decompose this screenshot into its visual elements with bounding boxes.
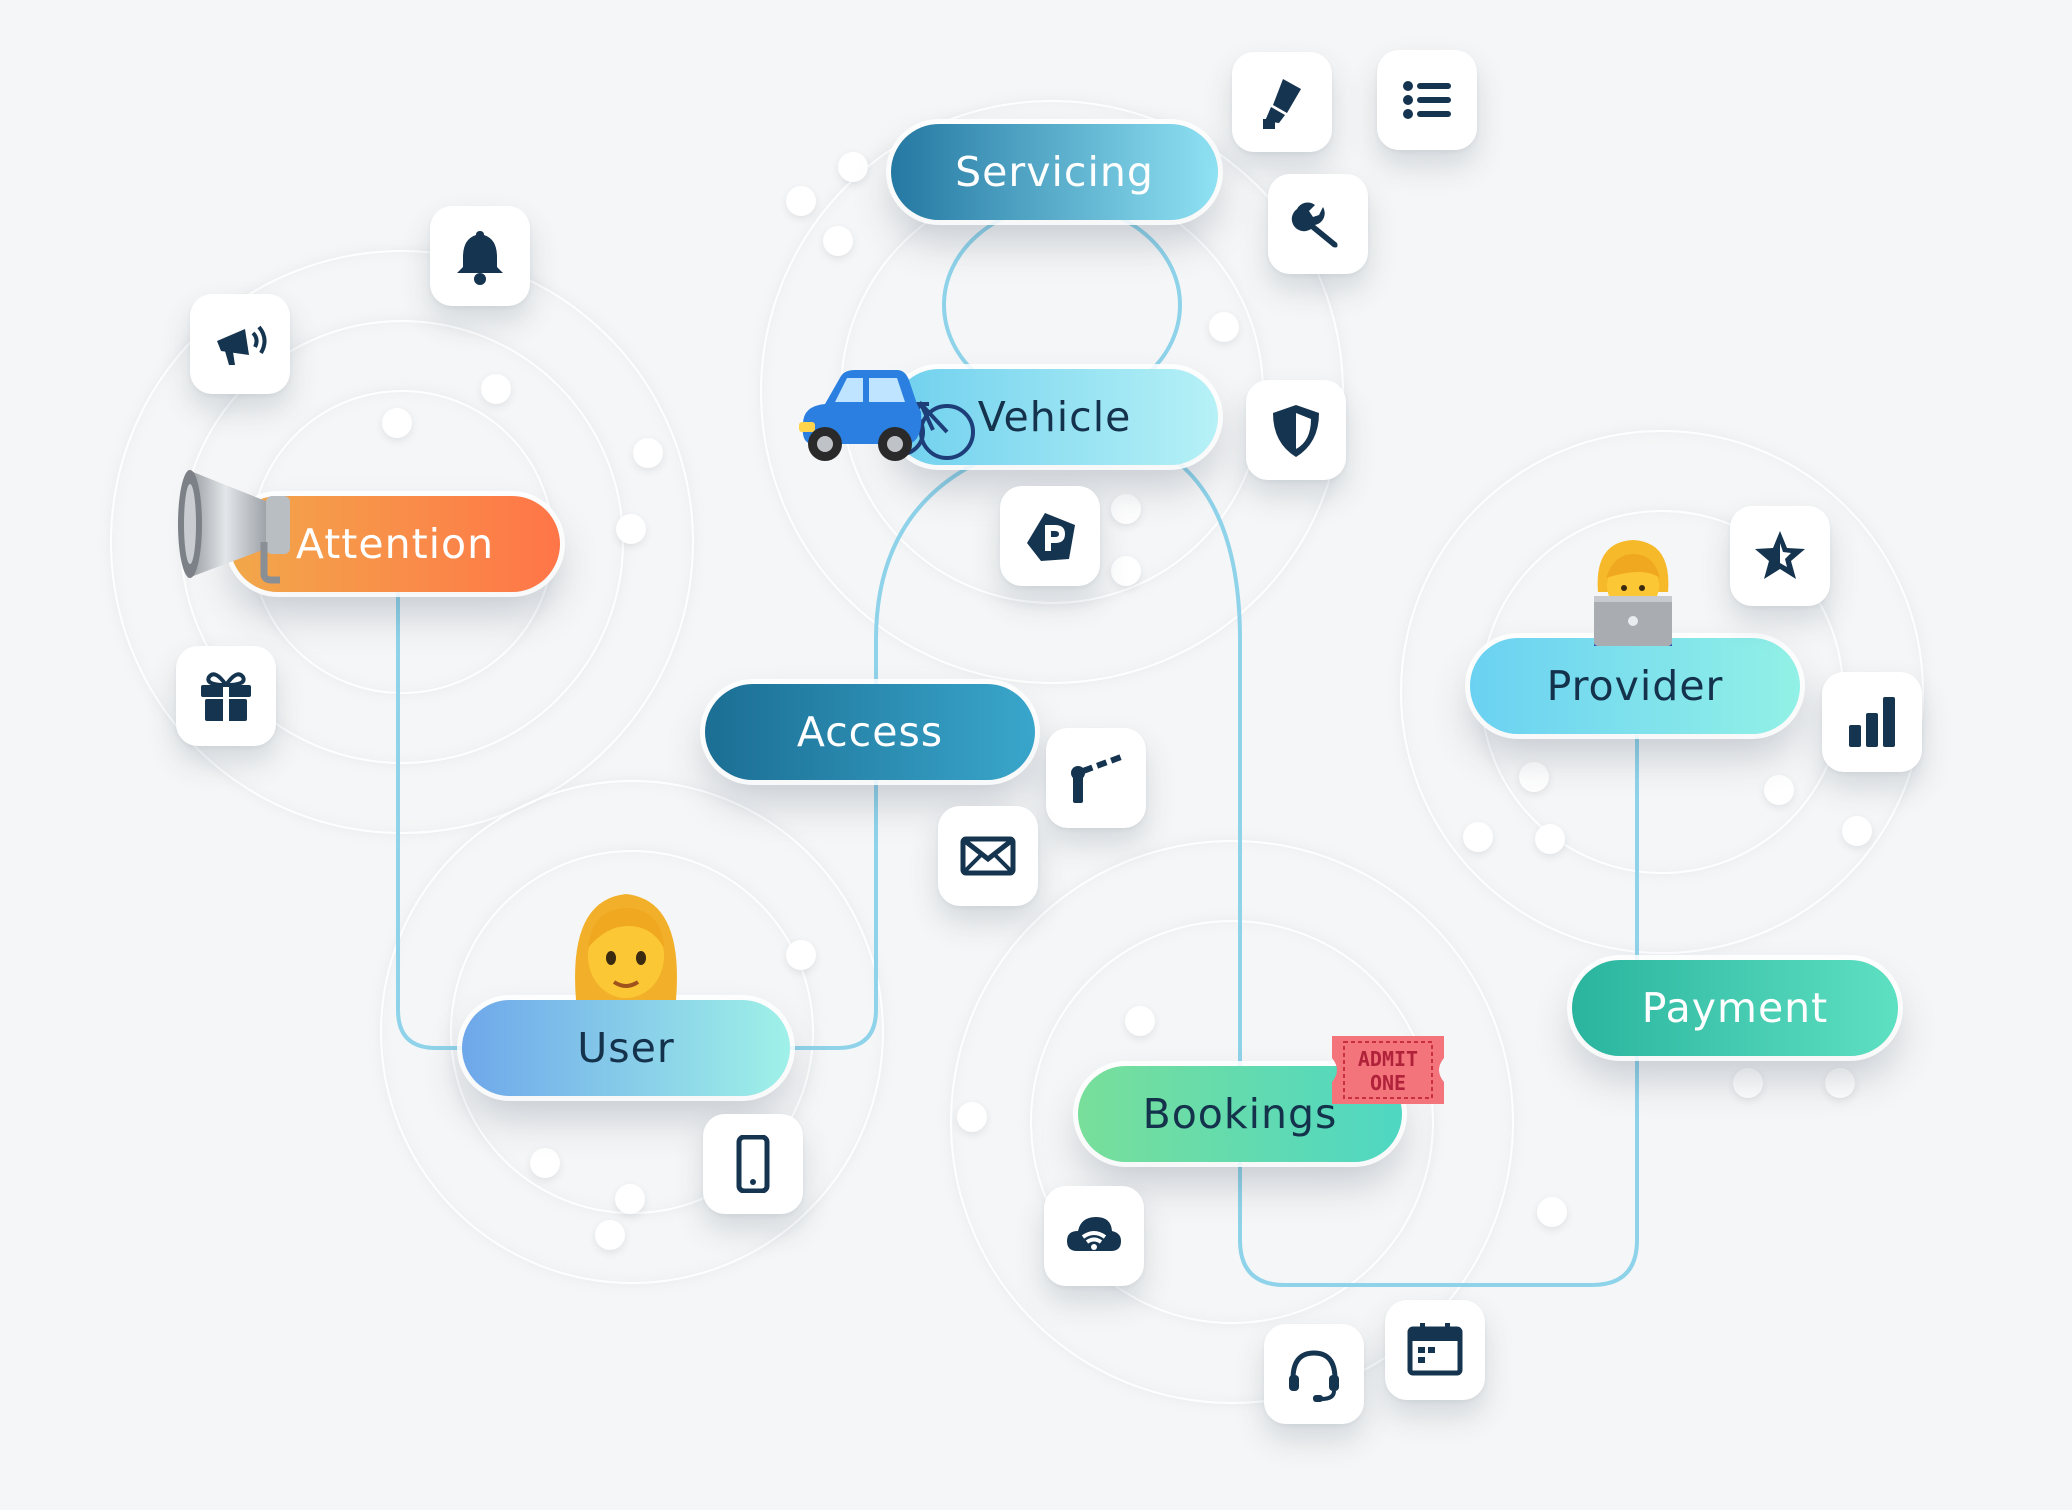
node-servicing[interactable]: Servicing	[891, 124, 1218, 220]
node-access-label: Access	[796, 708, 944, 756]
parking-icon	[1027, 513, 1075, 561]
node-provider-label: Provider	[1546, 662, 1724, 710]
barrier-tile[interactable]	[1046, 728, 1146, 828]
user-avatar	[575, 894, 677, 1000]
cloud-wifi-icon	[1067, 1217, 1121, 1251]
phone-tile[interactable]	[703, 1114, 803, 1214]
bar-chart-icon	[1849, 697, 1895, 747]
node-payment-label: Payment	[1641, 984, 1829, 1032]
node-bookings-label: Bookings	[1142, 1090, 1338, 1138]
vehicle-bookings-link	[1139, 438, 1242, 1080]
node-servicing-label: Servicing	[955, 148, 1154, 196]
headset-icon	[1289, 1350, 1339, 1402]
access-user-link	[790, 780, 878, 1050]
star-icon	[1755, 531, 1805, 579]
gift-icon	[201, 672, 251, 721]
car-bicycle-illustration	[799, 370, 975, 461]
node-attention-label: Attention	[295, 520, 495, 568]
parking-tile[interactable]	[1000, 486, 1100, 586]
node-provider[interactable]: Provider	[1470, 638, 1800, 734]
gift-tile[interactable]	[176, 646, 276, 746]
provider-avatar	[1594, 540, 1672, 646]
star-tile[interactable]	[1730, 506, 1830, 606]
wrench-tile[interactable]	[1268, 174, 1368, 274]
megaphone-tile[interactable]	[190, 294, 290, 394]
mail-icon	[960, 836, 1016, 876]
ticket-line2: ONE	[1370, 1071, 1406, 1095]
node-user[interactable]: User	[462, 1000, 790, 1096]
shield-icon	[1273, 405, 1319, 457]
calendar-icon	[1407, 1323, 1463, 1376]
pen-tile[interactable]	[1232, 52, 1332, 152]
list-tile[interactable]	[1377, 50, 1477, 150]
node-vehicle[interactable]: Vehicle	[891, 369, 1218, 465]
mail-tile[interactable]	[938, 806, 1038, 906]
wrench-icon	[1291, 202, 1338, 248]
node-bookings[interactable]: Bookings	[1078, 1066, 1402, 1162]
admit-one-ticket: ADMIT ONE	[1332, 1036, 1444, 1104]
shield-tile[interactable]	[1246, 380, 1346, 480]
ticket-line1: ADMIT	[1358, 1047, 1418, 1071]
node-user-label: User	[577, 1024, 675, 1072]
bell-tile[interactable]	[430, 206, 530, 306]
calendar-tile[interactable]	[1385, 1300, 1485, 1400]
megaphone-icon	[217, 325, 267, 365]
chart-tile[interactable]	[1822, 672, 1922, 772]
barrier-icon	[1071, 754, 1123, 803]
node-access[interactable]: Access	[705, 684, 1035, 780]
node-payment[interactable]: Payment	[1572, 960, 1898, 1056]
bell-icon	[457, 231, 503, 285]
cloud-tile[interactable]	[1044, 1186, 1144, 1286]
node-vehicle-label: Vehicle	[977, 393, 1132, 441]
pen-icon	[1263, 79, 1301, 129]
attention-user-link	[396, 590, 470, 1050]
phone-icon	[736, 1135, 770, 1193]
list-icon	[1403, 81, 1451, 119]
headset-tile[interactable]	[1264, 1324, 1364, 1424]
bookings-payment-link	[1238, 1050, 1639, 1287]
megaphone-illustration	[178, 470, 290, 584]
